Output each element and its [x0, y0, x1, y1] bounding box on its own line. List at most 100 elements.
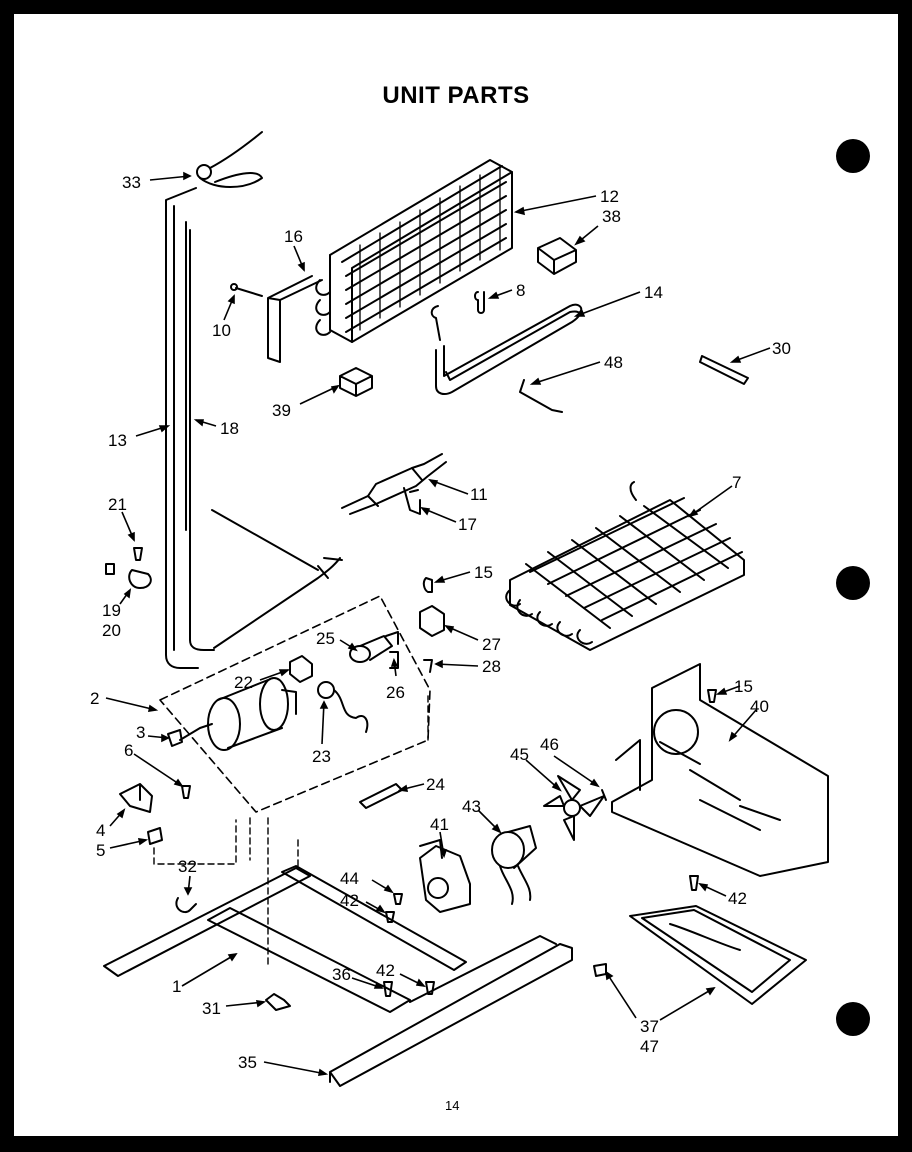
part-drain-tube-assembly — [165, 187, 343, 669]
binder-hole-bottom — [836, 1002, 870, 1036]
part-evaporator-coil — [505, 481, 745, 651]
callout-26: 26 — [386, 683, 405, 702]
callout-30: 30 — [772, 339, 791, 358]
callout-33: 33 — [122, 173, 141, 192]
part-hidden-lines — [153, 695, 429, 969]
part-compressor-motor — [179, 677, 297, 751]
part-clip-28 — [423, 659, 433, 673]
callout-46: 46 — [540, 735, 559, 754]
callout-10: 10 — [212, 321, 231, 340]
page-number: 14 — [445, 1098, 460, 1113]
callout-23: 23 — [312, 747, 331, 766]
part-nut — [147, 827, 163, 845]
callout-48: 48 — [604, 353, 623, 372]
part-screw-21 — [133, 547, 143, 561]
callout-16: 16 — [284, 227, 303, 246]
part-fan-motor — [491, 825, 537, 905]
callout-45: 45 — [510, 745, 529, 764]
callout-24: 24 — [426, 775, 445, 794]
callout-42-left: 42 — [340, 891, 359, 910]
callout-1: 1 — [172, 977, 181, 996]
callout-31: 31 — [202, 999, 221, 1018]
part-drier — [341, 453, 447, 515]
callout-labels: 33 12 38 16 8 14 10 30 48 39 18 13 7 11 … — [90, 173, 791, 1072]
part-clip-32 — [175, 897, 197, 914]
part-heat-exchanger-tube — [430, 303, 583, 395]
callout-15-top: 15 — [474, 563, 493, 582]
binder-hole-middle — [836, 566, 870, 600]
callout-18: 18 — [220, 419, 239, 438]
part-rod — [699, 355, 749, 385]
part-screw-37 — [593, 963, 607, 977]
part-fan-blade — [543, 775, 605, 841]
callout-42-bottom: 42 — [376, 961, 395, 980]
part-38-block — [537, 237, 577, 275]
part-grommet — [167, 729, 183, 747]
part-screw-36 — [383, 981, 393, 997]
callout-3: 3 — [136, 723, 145, 742]
part-fuse — [359, 783, 403, 809]
callout-19: 19 — [102, 601, 121, 620]
callout-42-right: 42 — [728, 889, 747, 908]
callout-38: 38 — [602, 207, 621, 226]
part-screw-42b — [689, 875, 699, 891]
callout-14: 14 — [644, 283, 663, 302]
callout-17: 17 — [458, 515, 477, 534]
callout-12: 12 — [600, 187, 619, 206]
binder-hole-top — [836, 139, 870, 173]
part-compressor-box-outline — [159, 595, 431, 813]
callout-43: 43 — [462, 797, 481, 816]
callout-27: 27 — [482, 635, 501, 654]
part-overload-protector — [349, 631, 399, 663]
callout-11: 11 — [470, 485, 488, 504]
callout-6: 6 — [124, 741, 133, 760]
part-front-rail — [329, 943, 573, 1087]
callout-15-right: 15 — [734, 677, 753, 696]
part-39-block — [339, 367, 373, 397]
part-terminal-block — [419, 605, 445, 637]
part-fan-clip — [601, 789, 607, 801]
part-screw-6 — [181, 785, 191, 799]
callout-22: 22 — [234, 673, 253, 692]
part-screw-15 — [422, 577, 433, 593]
callout-32: 32 — [178, 857, 197, 876]
part-condenser-coil — [315, 159, 513, 343]
callout-47: 47 — [640, 1037, 659, 1056]
part-clip-26 — [389, 651, 399, 669]
part-mounting-bracket — [119, 783, 153, 813]
callout-8: 8 — [516, 281, 525, 300]
leaders — [105, 171, 771, 1076]
callout-13: 13 — [108, 431, 127, 450]
part-capacitor — [317, 681, 369, 733]
part-screw-15b — [707, 689, 717, 703]
callout-35: 35 — [238, 1053, 257, 1072]
part-screw-44 — [393, 893, 403, 905]
diagram-sheet — [14, 14, 898, 1136]
part-condenser-bracket — [230, 275, 323, 363]
callout-4: 4 — [96, 821, 105, 840]
callout-20: 20 — [102, 621, 121, 640]
callout-21: 21 — [108, 495, 127, 514]
callout-28: 28 — [482, 657, 501, 676]
callout-44: 44 — [340, 869, 359, 888]
callout-36: 36 — [332, 965, 351, 984]
part-defrost-thermostat — [196, 131, 263, 188]
part-fan-bracket — [611, 663, 829, 877]
part-drain-pan — [629, 905, 807, 1005]
callout-40: 40 — [750, 697, 769, 716]
callout-5: 5 — [96, 841, 105, 860]
callout-7: 7 — [732, 473, 741, 492]
part-clip — [474, 291, 485, 314]
part-relay — [289, 655, 313, 683]
callout-39: 39 — [272, 401, 291, 420]
part-wire-hook — [519, 379, 563, 413]
callout-2: 2 — [90, 689, 99, 708]
callout-37: 37 — [640, 1017, 659, 1036]
part-clamp-19-20 — [105, 563, 152, 589]
page-title: UNIT PARTS — [382, 82, 530, 109]
part-base-rail — [103, 865, 557, 1013]
callout-25: 25 — [316, 629, 335, 648]
part-screw-42c — [425, 981, 435, 995]
callout-41: 41 — [430, 815, 449, 834]
